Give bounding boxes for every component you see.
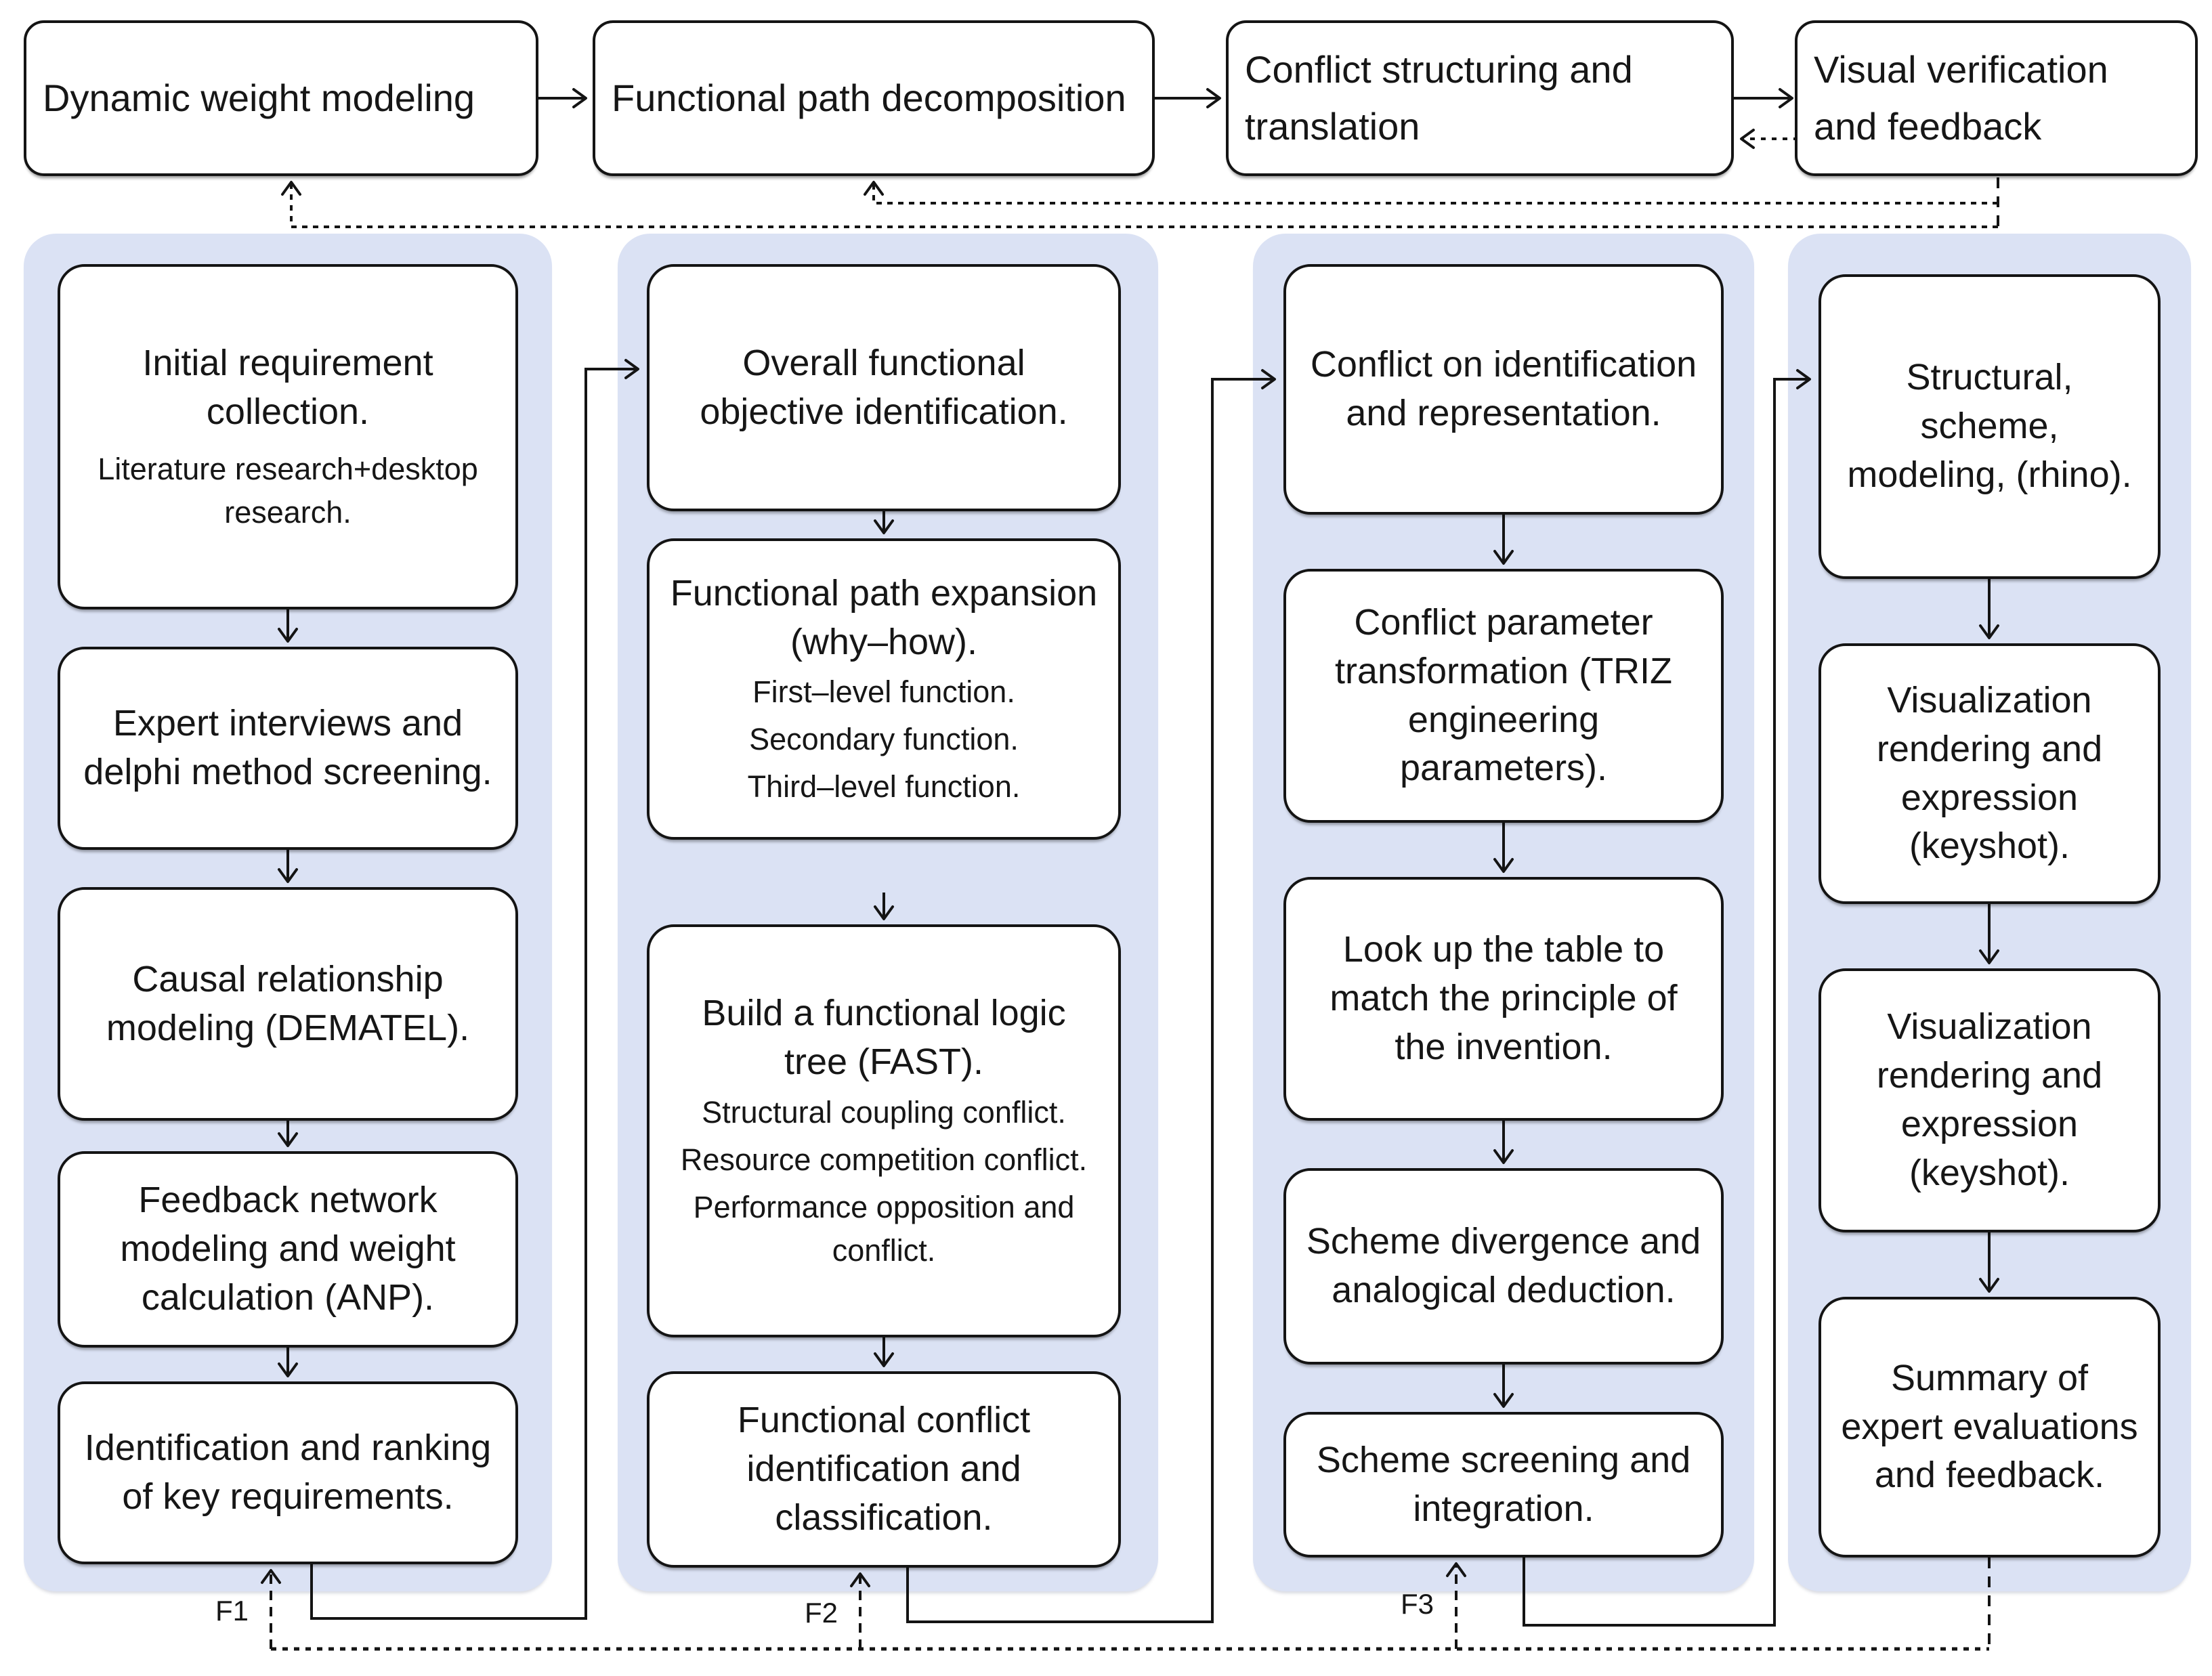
node-title: Causal relationship modeling (DEMATEL).: [106, 958, 470, 1048]
node-overall-functional-objective: Overall functional objective identificat…: [647, 264, 1121, 511]
feedback-label-f3: F3: [1401, 1588, 1434, 1620]
node-title: Visualization rendering and expression (…: [1876, 679, 2103, 867]
node-title: Scheme divergence and analogical deducti…: [1306, 1221, 1701, 1310]
phase-box-dynamic-weight-modeling: Dynamic weight modeling: [24, 20, 538, 176]
node-functional-path-expansion: Functional path expansion (why–how). Fir…: [647, 538, 1121, 840]
node-title: Conflict on identification and represent…: [1310, 344, 1697, 433]
node-conflict-parameter-transformation: Conflict parameter transformation (TRIZ …: [1283, 569, 1724, 823]
node-title: Initial requirement collection.: [142, 343, 433, 433]
node-initial-requirement-collection: Initial requirement collection. Literatu…: [58, 264, 518, 609]
node-causal-relationship-modeling: Causal relationship modeling (DEMATEL).: [58, 887, 518, 1121]
node-subtitle: Structural coupling conflict.: [702, 1095, 1066, 1130]
phase-label: Functional path decomposition: [612, 77, 1126, 119]
node-title: Feedback network modeling and weight cal…: [120, 1180, 456, 1318]
node-title: Scheme screening and integration.: [1316, 1439, 1691, 1529]
node-subtitle: Third–level function.: [747, 769, 1021, 804]
node-title: Visualization rendering and expression (…: [1876, 1006, 2103, 1193]
node-identification-ranking-requirements: Identification and ranking of key requir…: [58, 1381, 518, 1564]
node-scheme-screening-integration: Scheme screening and integration.: [1283, 1412, 1724, 1557]
feedback-label-f2: F2: [805, 1597, 838, 1629]
node-subtitle: First–level function.: [752, 674, 1015, 710]
node-title: Look up the table to match the principle…: [1330, 929, 1678, 1067]
node-title: Summary of expert evaluations and feedba…: [1841, 1357, 2138, 1496]
node-visualization-rendering-keyshot-1: Visualization rendering and expression (…: [1818, 643, 2161, 904]
node-visualization-rendering-keyshot-2: Visualization rendering and expression (…: [1818, 968, 2161, 1232]
node-subtitle: Secondary function.: [749, 722, 1019, 757]
node-title: Functional conflict identification and c…: [737, 1400, 1031, 1538]
node-expert-interviews: Expert interviews and delphi method scre…: [58, 647, 518, 850]
node-scheme-divergence-deduction: Scheme divergence and analogical deducti…: [1283, 1168, 1724, 1365]
node-subtitle: Literature research+desktop research.: [98, 451, 478, 530]
phase-label: Visual verification and feedback: [1814, 48, 2108, 148]
node-functional-conflict-identification: Functional conflict identification and c…: [647, 1371, 1121, 1568]
node-title: Functional path expansion (why–how).: [670, 572, 1098, 662]
node-title: Overall functional objective identificat…: [700, 342, 1068, 432]
node-subtitle: Resource competition conflict.: [680, 1142, 1088, 1177]
phase-label: Conflict structuring and translation: [1245, 48, 1633, 148]
phase-box-visual-verification: Visual verification and feedback: [1795, 20, 2198, 176]
phase-box-functional-path-decomposition: Functional path decomposition: [593, 20, 1155, 176]
node-structural-scheme-modeling-rhino: Structural, scheme, modeling, (rhino).: [1818, 274, 2161, 579]
node-title: Build a functional logic tree (FAST).: [702, 993, 1066, 1083]
node-title: Expert interviews and delphi method scre…: [83, 703, 492, 792]
node-conflict-identification-representation: Conflict on identification and represent…: [1283, 264, 1724, 515]
node-title: Structural, scheme, modeling, (rhino).: [1847, 357, 2132, 495]
phase-label: Dynamic weight modeling: [43, 77, 475, 119]
phase-box-conflict-structuring: Conflict structuring and translation: [1226, 20, 1734, 176]
node-summary-expert-evaluations: Summary of expert evaluations and feedba…: [1818, 1297, 2161, 1557]
node-feedback-network-modeling: Feedback network modeling and weight cal…: [58, 1151, 518, 1348]
node-title: Identification and ranking of key requir…: [84, 1427, 492, 1517]
feedback-label-f1: F1: [215, 1595, 249, 1627]
node-title: Conflict parameter transformation (TRIZ …: [1334, 601, 1673, 789]
node-subtitle: Performance opposition and conflict.: [693, 1189, 1075, 1268]
node-build-functional-logic-tree: Build a functional logic tree (FAST). St…: [647, 924, 1121, 1337]
node-lookup-table-invention-principle: Look up the table to match the principle…: [1283, 877, 1724, 1121]
